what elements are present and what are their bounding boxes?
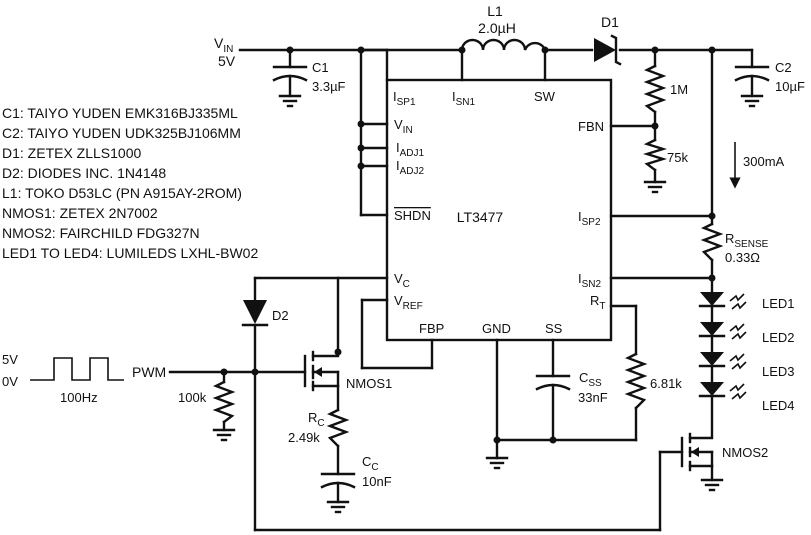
bom-line: LED1 TO LED4: LUMILEDS LXHL-BW02 <box>2 245 258 261</box>
r-1m-value: 1M <box>670 82 688 97</box>
led2-label: LED2 <box>762 330 795 345</box>
c2-capacitor <box>734 65 770 82</box>
c1-value: 3.3µF <box>312 79 346 94</box>
pin-iadj1: IADJ1 <box>396 140 425 159</box>
d1-name: D1 <box>601 14 619 30</box>
bom-line: D2: DIODES INC. 1N4148 <box>2 165 166 181</box>
rsense-resistor <box>700 222 724 262</box>
ground-divider <box>643 180 667 194</box>
r-100k-value: 100k <box>178 390 207 405</box>
c1-capacitor <box>272 65 308 82</box>
pin-gnd: GND <box>482 321 511 336</box>
pin-iadj2: IADJ2 <box>396 158 425 177</box>
ground-ic <box>485 456 509 470</box>
led4-label: LED4 <box>762 398 795 413</box>
vin-value: 5V <box>218 53 236 69</box>
ground-c1 <box>278 94 302 108</box>
css-capacitor <box>535 374 571 391</box>
pin-vc: VC <box>394 271 410 290</box>
rsense-name: RSENSE <box>725 231 769 250</box>
l1-inductor <box>460 38 547 52</box>
cc-value: 10nF <box>362 474 392 489</box>
pin-isp2: ISP2 <box>578 209 601 228</box>
bom-line: C1: TAIYO YUDEN EMK316BJ335ML <box>2 105 238 121</box>
ic-name: LT3477 <box>457 209 504 225</box>
ground-cc <box>326 500 350 514</box>
d2-name: D2 <box>272 308 289 323</box>
rt-value: 6.81k <box>650 376 682 391</box>
led4 <box>698 382 747 400</box>
d2-diode <box>241 300 269 327</box>
c2-value: 10µF <box>775 79 805 94</box>
pin-vref: VREF <box>394 293 423 312</box>
rc-value: 2.49k <box>288 430 320 445</box>
vin-label: VIN <box>214 35 233 55</box>
led1 <box>698 292 747 310</box>
pin-vin: VIN <box>394 117 413 136</box>
pin-fbp: FBP <box>419 321 444 336</box>
rc-resistor <box>326 408 350 448</box>
current-value: 300mA <box>743 154 785 169</box>
junctions <box>220 46 716 444</box>
wires <box>168 48 754 532</box>
bom-line: C2: TAIYO YUDEN UDK325BJ106MM <box>2 125 241 141</box>
led1-label: LED1 <box>762 296 795 311</box>
pin-isp1: ISP1 <box>393 89 416 108</box>
bom-line: NMOS2: FAIRCHILD FDG327N <box>2 225 200 241</box>
r-1m-resistor <box>643 64 667 114</box>
pwm-waveform <box>30 357 124 381</box>
d1-diode <box>594 34 622 66</box>
ic-body <box>385 78 613 342</box>
l1-value: 2.0µH <box>478 20 516 36</box>
pin-fbn: FBN <box>578 119 604 134</box>
r-100k-resistor <box>212 380 236 424</box>
led3-label: LED3 <box>762 364 795 379</box>
pwm-freq: 100Hz <box>60 390 98 405</box>
nmos2-name: NMOS2 <box>722 445 768 460</box>
ground-c2 <box>740 94 764 108</box>
pin-ss: SS <box>545 321 563 336</box>
bom-list: C1: TAIYO YUDEN EMK316BJ335ML C2: TAIYO … <box>2 105 258 261</box>
nmos2-transistor <box>680 432 714 472</box>
pin-isn1: ISN1 <box>452 89 476 108</box>
ground-nmos2 <box>700 478 724 492</box>
r-75k-resistor <box>642 138 668 172</box>
rt-resistor <box>624 352 648 410</box>
nmos1-transistor <box>303 350 340 392</box>
nmos1-name: NMOS1 <box>346 376 392 391</box>
c2-name: C2 <box>775 60 792 75</box>
pwm-low: 0V <box>2 374 18 389</box>
bom-line: D1: ZETEX ZLLS1000 <box>2 145 142 161</box>
l1-name: L1 <box>487 3 503 19</box>
rc-name: RC <box>308 410 325 429</box>
pin-sw: SW <box>534 89 556 104</box>
pin-isn2: ISN2 <box>578 271 602 290</box>
c1-name: C1 <box>312 60 329 75</box>
css-name: CSS <box>579 370 602 389</box>
led2 <box>698 322 747 340</box>
bom-line: L1: TOKO D53LC (PN A915AY-2ROM) <box>2 185 242 201</box>
pwm-high: 5V <box>2 352 18 367</box>
r-75k-value: 75k <box>667 150 688 165</box>
cc-name: CC <box>362 454 379 473</box>
bom-line: NMOS1: ZETEX 2N7002 <box>2 205 158 221</box>
led3 <box>698 352 747 370</box>
pwm-label: PWM <box>132 364 166 380</box>
ground-100k <box>212 428 236 442</box>
pin-shdn: SHDN <box>394 208 431 223</box>
rsense-value: 0.33Ω <box>725 250 760 265</box>
cc-capacitor <box>320 472 356 489</box>
css-value: 33nF <box>578 390 608 405</box>
pin-rt: RT <box>590 293 606 312</box>
